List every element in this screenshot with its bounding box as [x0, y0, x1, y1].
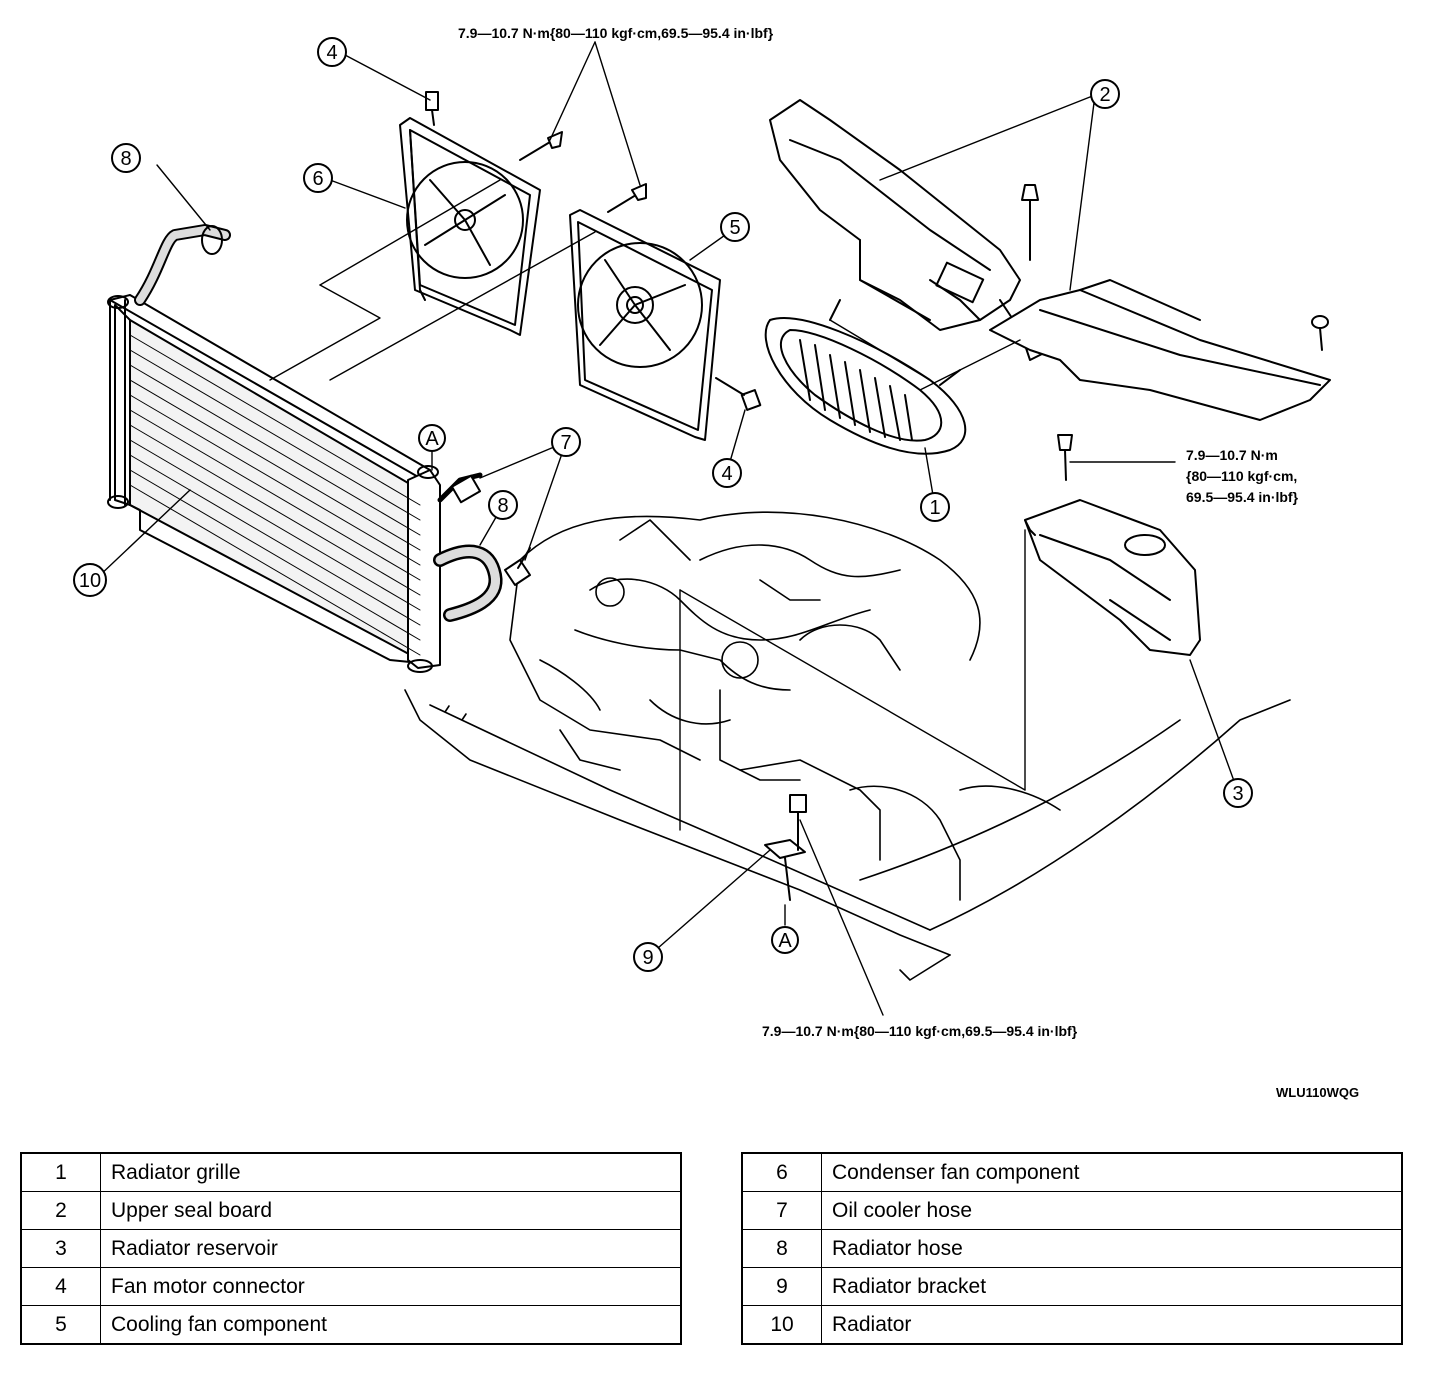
legend-row: 7 Oil cooler hose [741, 1191, 1403, 1230]
legend-part-name: Condenser fan component [821, 1152, 1403, 1192]
torque-spec-bottom: 7.9—10.7 N·m{80—110 kgf·cm,69.5—95.4 in·… [762, 1023, 1078, 1039]
callout-a-bracket: A [771, 926, 799, 954]
legend-number: 2 [20, 1191, 101, 1230]
legend-row: 3 Radiator reservoir [20, 1229, 682, 1268]
oil-cooler-hose [437, 472, 531, 586]
legend-part-name: Radiator bracket [821, 1267, 1403, 1306]
svg-text:6: 6 [312, 168, 323, 190]
legend-row: 2 Upper seal board [20, 1191, 682, 1230]
callout-5: 5 [720, 212, 750, 242]
radiator-reservoir [1024, 499, 1201, 656]
legend-row: 5 Cooling fan component [20, 1305, 682, 1345]
radiator-upper-hose [134, 224, 231, 306]
fan-motor-connector-upper [425, 91, 439, 126]
radiator-bracket [764, 839, 806, 901]
legend-row: 4 Fan motor connector [20, 1267, 682, 1306]
legend-part-name: Fan motor connector [100, 1267, 682, 1306]
legend-part-name: Radiator grille [100, 1152, 682, 1192]
legend-part-name: Radiator hose [821, 1229, 1403, 1268]
legend-row: 9 Radiator bracket [741, 1267, 1403, 1306]
callout-7: 7 [551, 427, 581, 457]
legend-row: 6 Condenser fan component [741, 1152, 1403, 1192]
vehicle-body-outline [404, 511, 1291, 981]
callout-8-upper: 8 [111, 143, 141, 173]
seal-board-clip [1021, 184, 1039, 261]
callout-6: 6 [303, 163, 333, 193]
radiator-grille [764, 299, 967, 455]
fan-bolt-2 [607, 183, 647, 213]
legend-part-name: Cooling fan component [100, 1305, 682, 1345]
assembly-guide-lines [269, 179, 1026, 831]
svg-text:1: 1 [929, 497, 940, 519]
seal-board-screw [1311, 315, 1329, 351]
legend-number: 1 [20, 1152, 101, 1192]
legend-number: 7 [741, 1191, 822, 1230]
fan-bolt-1 [519, 131, 563, 161]
radiator-lower-hose [433, 544, 503, 622]
callout-8-lower: 8 [488, 490, 518, 520]
legend-number: 9 [741, 1267, 822, 1306]
legend-row: 8 Radiator hose [741, 1229, 1403, 1268]
svg-text:7: 7 [560, 432, 571, 454]
torque-spec-top: 7.9—10.7 N·m{80—110 kgf·cm,69.5—95.4 in·… [458, 25, 774, 41]
legend-number: 10 [741, 1305, 822, 1345]
legend-part-name: Upper seal board [100, 1191, 682, 1230]
callout-4-upper: 4 [317, 37, 347, 67]
legend-table-left: 1 Radiator grille 2 Upper seal board 3 R… [20, 1152, 682, 1345]
legend-part-name: Radiator [821, 1305, 1403, 1345]
torque-spec-right-line3: 69.5—95.4 in·lbf} [1186, 489, 1299, 505]
legend-part-name: Radiator reservoir [100, 1229, 682, 1268]
svg-text:8: 8 [120, 148, 131, 170]
leader-lines [96, 41, 1239, 1016]
callout-10: 10 [73, 563, 107, 597]
svg-text:9: 9 [642, 947, 653, 969]
torque-spec-right-line2: {80—110 kgf·cm, [1186, 468, 1297, 484]
svg-text:5: 5 [729, 217, 740, 239]
radiator [107, 294, 441, 673]
legend-row: 10 Radiator [741, 1305, 1403, 1345]
fan-motor-connector-lower [715, 377, 762, 411]
callout-4-lower: 4 [712, 458, 742, 488]
legend-part-name: Oil cooler hose [821, 1191, 1403, 1230]
legend-number: 8 [741, 1229, 822, 1268]
svg-text:3: 3 [1232, 783, 1243, 805]
callout-a-radiator: A [418, 424, 446, 452]
svg-text:2: 2 [1099, 84, 1110, 106]
figure-code: WLU110WQG [1276, 1085, 1359, 1100]
exploded-view-diagram: 1 2 3 4 4 5 6 7 8 8 9 10 [73, 25, 1359, 1100]
svg-text:4: 4 [721, 463, 732, 485]
legend-table-right: 6 Condenser fan component 7 Oil cooler h… [741, 1152, 1403, 1345]
radiator-bracket-bolt [789, 794, 807, 851]
legend-number: 6 [741, 1152, 822, 1192]
cooling-fan [569, 209, 721, 441]
svg-text:A: A [425, 428, 439, 450]
legend-row: 1 Radiator grille [20, 1152, 682, 1192]
callout-1: 1 [920, 492, 950, 522]
svg-text:10: 10 [79, 570, 101, 592]
legend-number: 5 [20, 1305, 101, 1345]
callout-2: 2 [1090, 79, 1120, 109]
legend-number: 4 [20, 1267, 101, 1306]
svg-text:4: 4 [326, 42, 337, 64]
svg-text:8: 8 [497, 495, 508, 517]
svg-text:A: A [778, 930, 792, 952]
condenser-fan [399, 117, 541, 336]
callout-3: 3 [1223, 778, 1253, 808]
reservoir-bolt [1057, 434, 1073, 481]
legend-number: 3 [20, 1229, 101, 1268]
upper-seal-board [769, 99, 1331, 421]
callout-9: 9 [633, 942, 663, 972]
torque-spec-right-line1: 7.9—10.7 N·m [1186, 447, 1278, 463]
